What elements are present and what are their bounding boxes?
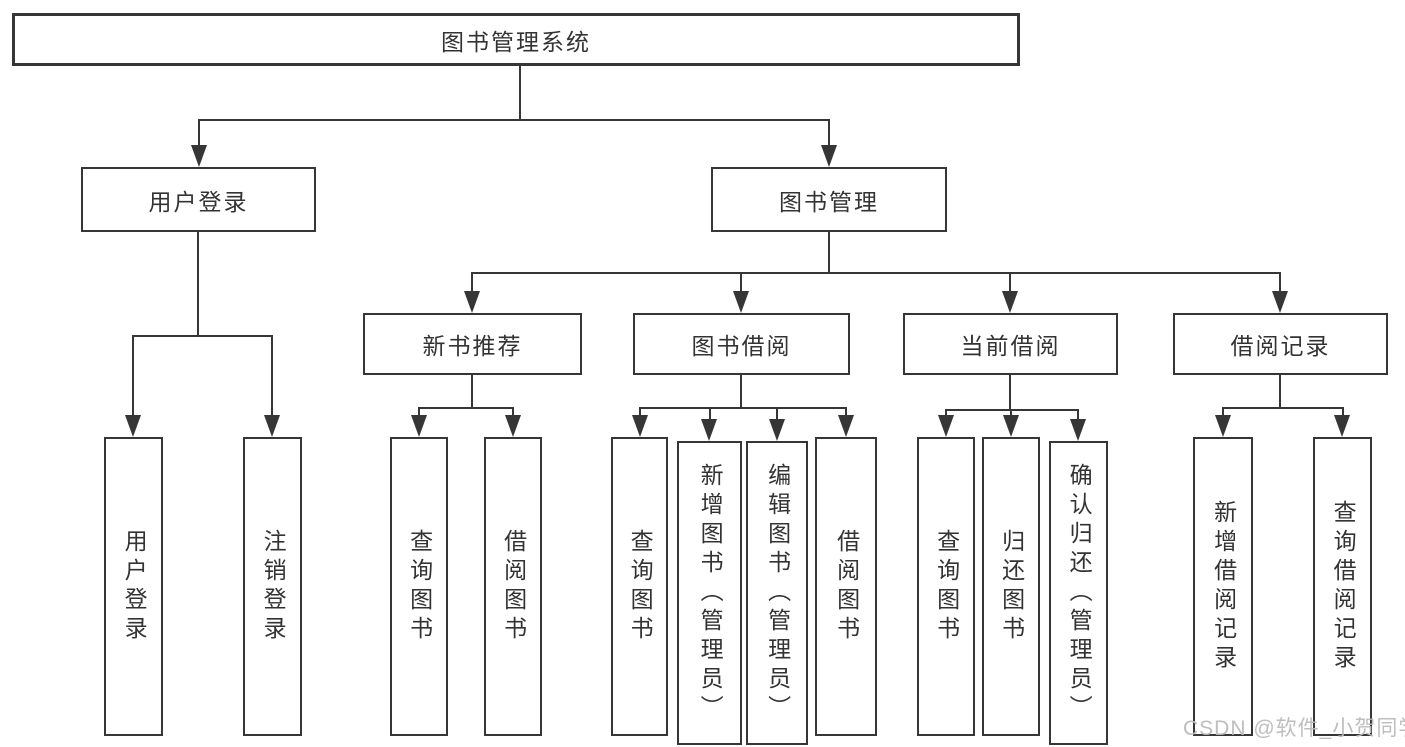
- edge-to-recborrow-shaft: [512, 407, 514, 419]
- edge-to-current-shaft: [1009, 272, 1011, 293]
- node-rec-query-books-label: 查询图书: [406, 528, 433, 645]
- edge-to-borrow-shaft: [740, 272, 742, 293]
- edge-current-stem: [1009, 375, 1011, 410]
- edge-login-bus: [132, 335, 273, 337]
- edge-to-currentquery-shaft: [945, 409, 947, 419]
- node-current-borrowing-label: 当前借阅: [960, 333, 1061, 359]
- arrowhead-to-logout: [264, 415, 280, 437]
- node-query-borrow-record-label: 查询借阅记录: [1330, 499, 1357, 674]
- edge-to-recordsquery-shaft: [1342, 407, 1344, 419]
- edge-to-recquery-shaft: [418, 407, 420, 419]
- node-confirm-return-admin: 确认归还（管理员）: [1049, 441, 1108, 745]
- node-user-login-group: 用户登录: [81, 167, 316, 232]
- arrowhead-to-borrowquery: [632, 415, 648, 437]
- node-book-management-label: 图书管理: [779, 188, 879, 215]
- node-add-books-admin-label: 新增图书（管理员）: [697, 462, 724, 724]
- arrowhead-to-recordsquery: [1334, 415, 1350, 437]
- arrowhead-to-borrowborrow: [838, 415, 854, 437]
- edge-to-borrowborrow-shaft: [845, 407, 847, 419]
- node-return-books: 归还图书: [982, 437, 1040, 736]
- edge-level2-bus: [198, 119, 830, 121]
- node-current-query-books: 查询图书: [917, 437, 975, 736]
- node-add-borrow-record: 新增借阅记录: [1193, 437, 1253, 736]
- node-edit-books-admin: 编辑图书（管理员）: [746, 441, 808, 745]
- node-library-system-label: 图书管理系统: [441, 28, 591, 55]
- node-borrow-records-label: 借阅记录: [1230, 333, 1331, 359]
- node-user-login-group-label: 用户登录: [148, 188, 249, 215]
- node-logout: 注销登录: [243, 437, 302, 736]
- arrowhead-to-current: [1002, 291, 1018, 313]
- edge-current-bus: [945, 409, 1079, 411]
- arrowhead-to-recborrow: [505, 415, 521, 437]
- edge-to-currentconfirm-shaft: [1077, 409, 1079, 421]
- edge-to-borrowadd-shaft: [709, 407, 711, 421]
- edge-records-stem: [1279, 375, 1281, 408]
- arrowhead-to-rec: [464, 291, 480, 313]
- node-library-system: 图书管理系统: [12, 13, 1020, 66]
- node-book-management: 图书管理: [711, 167, 947, 232]
- arrowhead-to-mgmt: [821, 145, 837, 167]
- edge-root-stem: [519, 64, 521, 121]
- node-rec-borrow-books: 借阅图书: [484, 437, 542, 736]
- edge-borrow-bus: [639, 407, 847, 409]
- node-borrow-query-books-label: 查询图书: [627, 528, 654, 645]
- edge-level3-bus: [471, 272, 1281, 274]
- edge-to-logout-shaft: [271, 335, 273, 417]
- edge-records-bus: [1222, 407, 1343, 409]
- node-current-borrowing: 当前借阅: [903, 313, 1118, 375]
- watermark: CSDN @软件_小贺同学: [1183, 717, 1405, 740]
- edge-rec-bus: [418, 407, 514, 409]
- node-new-book-recommend: 新书推荐: [363, 313, 582, 375]
- arrowhead-to-recquery: [411, 415, 427, 437]
- node-book-borrowing-label: 图书借阅: [691, 333, 792, 359]
- node-edit-books-admin-label: 编辑图书（管理员）: [764, 462, 791, 724]
- edge-to-rec-shaft: [471, 272, 473, 293]
- edge-to-login-shaft: [198, 119, 200, 147]
- edge-to-borrowquery-shaft: [639, 407, 641, 419]
- node-add-books-admin: 新增图书（管理员）: [677, 441, 742, 745]
- arrowhead-to-records: [1272, 291, 1288, 313]
- node-borrow-books-label: 借阅图书: [833, 528, 860, 645]
- node-new-book-recommend-label: 新书推荐: [422, 333, 523, 359]
- node-confirm-return-admin-label: 确认归还（管理员）: [1066, 462, 1093, 724]
- arrowhead-to-userlogin: [125, 415, 141, 437]
- node-book-borrowing: 图书借阅: [633, 313, 850, 375]
- arrowhead-to-login: [191, 145, 207, 167]
- arrowhead-to-currentquery: [938, 415, 954, 437]
- arrowhead-to-borrow: [733, 291, 749, 313]
- node-add-borrow-record-label: 新增借阅记录: [1210, 499, 1237, 674]
- arrowhead-to-currentconfirm: [1070, 419, 1086, 441]
- edge-mgmt-stem: [828, 232, 830, 274]
- node-current-query-books-label: 查询图书: [933, 528, 960, 645]
- edge-to-records-shaft: [1279, 272, 1281, 293]
- node-borrow-records: 借阅记录: [1173, 313, 1388, 375]
- node-rec-borrow-books-label: 借阅图书: [500, 528, 527, 645]
- node-user-login-label: 用户登录: [121, 528, 148, 645]
- edge-to-recordsadd-shaft: [1222, 407, 1224, 419]
- edge-borrow-stem: [740, 375, 742, 408]
- arrowhead-to-borrowedit: [769, 419, 785, 441]
- arrowhead-to-recordsadd: [1215, 415, 1231, 437]
- edge-rec-stem: [471, 375, 473, 408]
- edge-login-stem: [197, 232, 199, 336]
- node-logout-label: 注销登录: [260, 528, 287, 645]
- edge-to-currentreturn-shaft: [1010, 409, 1012, 419]
- node-user-login: 用户登录: [104, 437, 163, 736]
- node-borrow-query-books: 查询图书: [611, 437, 668, 736]
- node-return-books-label: 归还图书: [998, 528, 1025, 645]
- arrowhead-to-currentreturn: [1003, 415, 1019, 437]
- arrowhead-to-borrowadd: [701, 419, 717, 441]
- node-borrow-books: 借阅图书: [815, 437, 877, 736]
- edge-to-mgmt-shaft: [828, 119, 830, 147]
- edge-to-borrowedit-shaft: [776, 407, 778, 421]
- node-query-borrow-record: 查询借阅记录: [1313, 437, 1372, 736]
- node-rec-query-books: 查询图书: [390, 437, 448, 736]
- edge-to-userlogin-shaft: [132, 335, 134, 417]
